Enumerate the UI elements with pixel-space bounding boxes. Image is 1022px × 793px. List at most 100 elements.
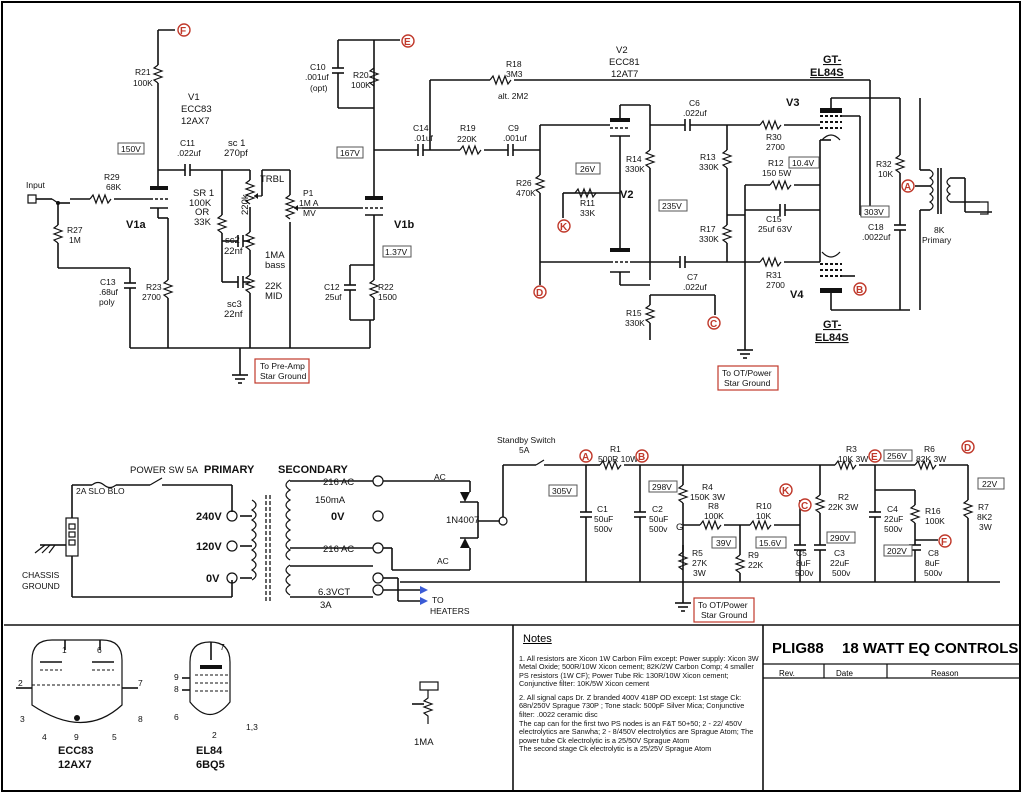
r32-label: R32 — [876, 159, 892, 169]
ot-impedance: 8K — [934, 225, 945, 235]
bass-pot — [244, 231, 256, 251]
r4-resistor — [677, 484, 689, 504]
standby-rating: 5A — [519, 445, 530, 455]
to-heaters-2: HEATERS — [430, 606, 470, 616]
r20-label: R20 — [353, 70, 369, 80]
r31-label: R31 — [766, 270, 782, 280]
c13-note: poly — [99, 297, 115, 307]
sec-current: 150mA — [315, 495, 346, 506]
r17-resistor — [721, 224, 733, 244]
ot-primary-label: Primary — [922, 235, 952, 245]
trbl-value: 220k — [240, 194, 251, 215]
r8-resistor — [699, 519, 722, 531]
voltage-22v: 22V — [982, 479, 997, 489]
c7-label: C7 — [687, 272, 698, 282]
r32-value: 10K — [878, 169, 893, 179]
gt-top-2: EL84S — [810, 67, 844, 79]
pot-symbol — [412, 681, 439, 724]
date-column: Date — [836, 669, 853, 678]
ecc83-pin-5: 5 — [112, 732, 117, 742]
pt-heater-winding — [285, 564, 292, 596]
tap-0v: 0V — [206, 573, 220, 585]
c3-label: C3 — [834, 548, 845, 558]
chassis-ground-label: GROUND — [22, 581, 60, 591]
r13-value: 330K — [699, 162, 719, 172]
r27-label: R27 — [67, 225, 83, 235]
c7-value: .022uf — [683, 282, 707, 292]
ecc83-pin-2: 2 — [18, 678, 23, 688]
sc3-value: 22nf — [224, 309, 243, 320]
label-layer: V1 ECC83 12AX7 V2 ECC81 12AT7 V1a V1b V2… — [18, 23, 1005, 771]
r11-resistor — [574, 187, 597, 199]
ot-ground-1a: To OT/Power — [722, 368, 772, 378]
r19-value: 220K — [457, 134, 477, 144]
c5-value: 8uF — [796, 558, 811, 568]
el84-pin-7: 7 — [220, 642, 225, 652]
v1a-label: V1a — [126, 219, 146, 231]
pinout-el84 — [182, 641, 231, 716]
c15-value: 25uf 63V — [758, 224, 792, 234]
r5-label: R5 — [692, 548, 703, 558]
sec-216ac-bottom: 216 AC — [323, 544, 354, 555]
r23-value: 2700 — [142, 292, 161, 302]
schematic-id: PLIG88 — [772, 640, 824, 657]
trbl-pot — [244, 179, 256, 205]
el84-pin-1-3: 1,3 — [246, 722, 258, 732]
c1-value: 50uF — [594, 514, 613, 524]
c6-value: .022uf — [683, 108, 707, 118]
r9-label: R9 — [748, 550, 759, 560]
r11-value: 33K — [580, 208, 595, 218]
c15-label: C15 — [766, 214, 782, 224]
note-4: The second stage Ck electrolytic is a 25… — [519, 743, 712, 753]
c4-label: C4 — [887, 504, 898, 514]
v1-label-2: ECC83 — [181, 104, 212, 115]
r12-resistor — [769, 179, 792, 191]
r29-value: 68K — [106, 182, 121, 192]
v1-label-1: V1 — [188, 92, 200, 103]
speaker-jack — [980, 201, 989, 215]
r18-label: R18 — [506, 59, 522, 69]
node-a-supply: A — [582, 452, 589, 463]
r11-label: R11 — [580, 198, 595, 208]
c4-value: 22uF — [884, 514, 903, 524]
r15-label: R15 — [626, 308, 642, 318]
c13-value: .68uf — [99, 287, 119, 297]
r19-label: R19 — [460, 123, 476, 133]
r6-value: 82K 3W — [916, 454, 946, 464]
r20-value: 100K — [351, 80, 371, 90]
r1-value: 500R 10W — [598, 454, 638, 464]
r19-resistor — [459, 144, 482, 156]
ecc83-pin-1: 1 — [62, 645, 67, 655]
c11-value: .022uf — [177, 148, 201, 158]
c12-value: 25uf — [325, 292, 342, 302]
r23-label: R23 — [146, 282, 162, 292]
ecc83-pin-9: 9 — [74, 732, 79, 742]
voltage-1-37v: 1.37V — [385, 247, 408, 257]
r3-resistor — [834, 459, 857, 471]
c8-voltage: 500v — [924, 568, 943, 578]
r9-resistor — [734, 554, 746, 574]
el84-pin-9: 9 — [174, 672, 179, 682]
ecc83-pin-8: 8 — [138, 714, 143, 724]
ot-ground-1b: Star Ground — [724, 378, 771, 388]
v2-tube-label: V2 — [620, 189, 633, 201]
r4-value: 150K 3W — [690, 492, 725, 502]
standby-label: Standby Switch — [497, 435, 556, 445]
v2-label-3: 12AT7 — [611, 69, 638, 80]
ac-label-1: AC — [434, 472, 446, 482]
c2-value: 50uF — [649, 514, 668, 524]
standby-switch — [535, 459, 545, 466]
sc2-label: sc2 — [225, 235, 240, 246]
pt-primary-winding — [250, 499, 257, 581]
voltage-10-4v: 10.4V — [792, 158, 815, 168]
r31-value: 2700 — [766, 280, 785, 290]
power-switch — [149, 477, 163, 486]
v1b-label: V1b — [394, 219, 414, 231]
voltage-26v: 26V — [580, 164, 595, 174]
r17-value: 330K — [699, 234, 719, 244]
r5-value: 27K — [692, 558, 707, 568]
c10-note: (opt) — [310, 83, 328, 93]
p1-label: P1 — [303, 188, 314, 198]
c12-label: C12 — [324, 282, 340, 292]
